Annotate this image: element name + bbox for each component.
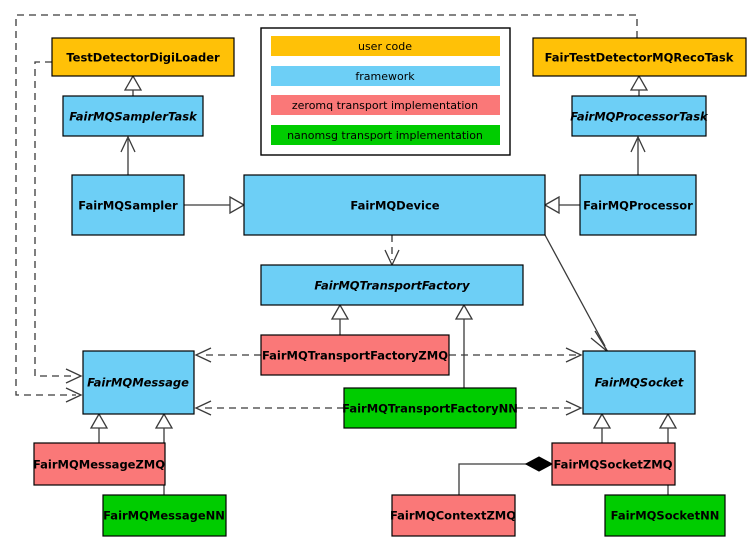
arrowhead-processor-to-processortask	[630, 135, 646, 153]
node-fairmqsamplertask[interactable]: FairMQSamplerTask	[62, 95, 204, 137]
edge-socketzmq-to-contextzmq	[458, 463, 536, 495]
legend-swatch-framework	[271, 66, 500, 86]
node-fairmqsocketzmq[interactable]: FairMQSocketZMQ	[551, 442, 676, 486]
arrowhead-factoryzmq-to-fairmqmessage	[194, 347, 212, 363]
node-label-testdetectordigiloader: TestDetectorDigiLoader	[66, 51, 220, 65]
arrowhead-recotask-to-fairmqmessage	[65, 387, 83, 403]
node-fairtestdetectormqrecotask[interactable]: FairTestDetectorMQRecoTask	[532, 37, 747, 77]
arrowhead-processortask-to-recotask	[629, 74, 649, 91]
arrowhead-factorynn-to-fairmqmessage	[194, 400, 212, 416]
node-fairmqtransportfactory[interactable]: FairMQTransportFactory	[260, 264, 524, 306]
node-label-fairmqsocket: FairMQSocket	[595, 376, 684, 390]
arrowhead-factoryzmq-to-transportfactory	[330, 303, 350, 320]
arrowhead-device-to-socket	[590, 330, 609, 353]
legend-label-framework: framework	[355, 70, 415, 83]
node-label-fairmqcontextzmq: FairMQContextZMQ	[390, 509, 516, 523]
node-fairmqcontextzmq[interactable]: FairMQContextZMQ	[390, 494, 516, 537]
node-testdetectordigiloader[interactable]: TestDetectorDigiLoader	[51, 37, 235, 77]
node-fairmqprocessortask[interactable]: FairMQProcessorTask	[570, 95, 709, 137]
arrowhead-messagezmq-to-message	[89, 412, 109, 429]
legend-swatch-user-code	[271, 36, 500, 56]
node-label-fairmqsampler: FairMQSampler	[78, 199, 178, 213]
edge-group-long-dependencies	[15, 14, 638, 416]
arrowhead-sampler-to-device	[229, 195, 246, 215]
arrowhead-messagenn-to-message	[154, 412, 174, 429]
arrowhead-samplertask-to-digiloader	[123, 74, 143, 91]
node-label-fairmqmessagenn: FairMQMessageNN	[103, 509, 225, 523]
arrowhead-factoryzmq-to-fairmqsocket	[565, 347, 583, 363]
node-fairmqsocket[interactable]: FairMQSocket	[582, 350, 696, 415]
arrowhead-sampler-to-samplertask	[120, 135, 136, 153]
legend-swatch-nanomsg	[271, 125, 500, 145]
node-fairmqmessagenn[interactable]: FairMQMessageNN	[102, 494, 227, 537]
node-label-fairmqsamplertask: FairMQSamplerTask	[69, 110, 198, 124]
node-fairmqprocessor[interactable]: FairMQProcessor	[579, 174, 697, 236]
node-label-fairmqtransportfactory: FairMQTransportFactory	[314, 279, 470, 293]
node-fairmqsocketnn[interactable]: FairMQSocketNN	[604, 494, 726, 537]
node-label-fairmqtransportfactorynn: FairMQTransportFactoryNN	[342, 402, 518, 416]
node-fairmqmessagezmq[interactable]: FairMQMessageZMQ	[33, 442, 166, 486]
legend-label-zeromq: zeromq transport implementation	[292, 99, 478, 112]
edge-recotask-to-fairmqmessage	[15, 14, 638, 396]
node-label-fairmqprocessor: FairMQProcessor	[583, 199, 693, 213]
node-label-fairmqtransportfactoryzmq: FairMQTransportFactoryZMQ	[262, 349, 448, 363]
arrowhead-digiloader-to-fairmqmessage	[65, 368, 83, 384]
arrowhead-processor-to-device	[543, 195, 560, 215]
node-label-fairmqmessage: FairMQMessage	[87, 376, 189, 390]
legend-swatch-zeromq	[271, 95, 500, 115]
node-fairmqsampler[interactable]: FairMQSampler	[71, 174, 185, 236]
edge-digiloader-to-fairmqmessage	[34, 61, 76, 377]
node-label-fairmqprocessortask: FairMQProcessorTask	[570, 110, 709, 124]
arrowhead-factorynn-to-fairmqsocket	[565, 400, 583, 416]
arrowhead-socketnn-to-socket	[658, 412, 678, 429]
arrowhead-factorynn-to-transportfactory	[454, 303, 474, 320]
node-label-fairmqdevice: FairMQDevice	[350, 199, 439, 213]
node-fairmqtransportfactorynn[interactable]: FairMQTransportFactoryNN	[342, 387, 518, 429]
legend-label-nanomsg: nanomsg transport implementation	[287, 129, 483, 142]
edge-device-to-socket	[544, 234, 606, 347]
arrowhead-socketzmq-to-socket	[592, 412, 612, 429]
node-fairmqtransportfactoryzmq[interactable]: FairMQTransportFactoryZMQ	[260, 334, 450, 376]
legend-label-user-code: user code	[358, 40, 412, 53]
node-fairmqmessage[interactable]: FairMQMessage	[82, 350, 195, 415]
node-label-fairtestdetectormqrecotask: FairTestDetectorMQRecoTask	[545, 51, 734, 65]
node-fairmqdevice[interactable]: FairMQDevice	[243, 174, 546, 236]
legend: user code framework zeromq transport imp…	[260, 27, 511, 156]
node-label-fairmqsocketnn: FairMQSocketNN	[611, 509, 720, 523]
node-label-fairmqmessagezmq: FairMQMessageZMQ	[33, 458, 165, 472]
node-label-fairmqsocketzmq: FairMQSocketZMQ	[554, 458, 673, 472]
class-nodes: TestDetectorDigiLoader FairMQSamplerTask…	[33, 37, 747, 537]
arrowhead-diamond-socketzmq-contextzmq	[524, 456, 554, 472]
